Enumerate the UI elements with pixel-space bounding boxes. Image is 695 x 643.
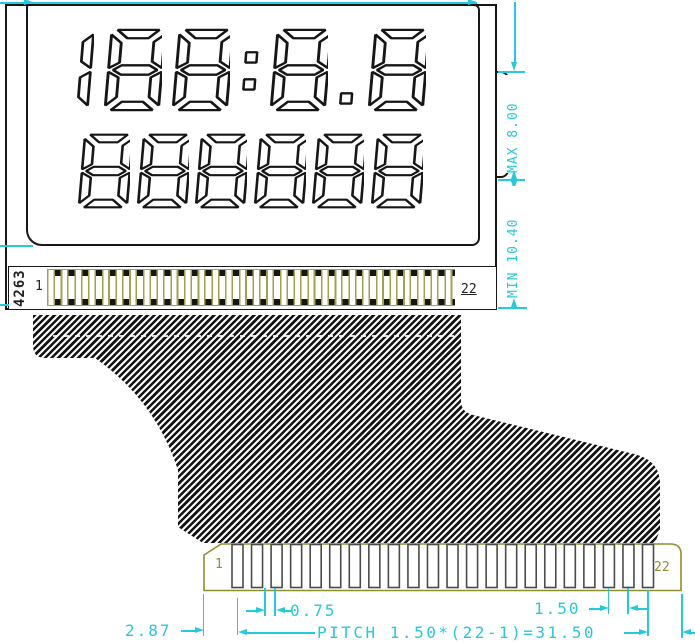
lcd-digit: [78, 133, 130, 209]
ext-pin21-center: [627, 588, 629, 614]
pitch-dim-tail-right: [638, 608, 648, 610]
min-dim-arrow-bottom: [511, 298, 517, 307]
connector-pin: [563, 543, 577, 589]
right-dim-leader: [514, 2, 516, 62]
top-connector-pin22-label: 22: [461, 282, 477, 297]
lcd-digit-row-top: [72, 28, 426, 112]
bottom-connector-outline: [203, 543, 682, 592]
pitch-total-line-right: [624, 632, 640, 634]
bottom-connector-pins: [231, 543, 655, 589]
max-dim-arrow-top: [511, 62, 517, 71]
right-edge-dim-arrow: [682, 629, 691, 635]
connector-pin: [485, 543, 498, 589]
connector-pin: [348, 543, 362, 589]
lcd-digit: [270, 28, 328, 112]
bottom-connector: [203, 543, 682, 592]
connector-pin: [602, 543, 616, 589]
pitch-dim-arrow-left: [599, 605, 609, 611]
offset-dim-tail-right: [284, 610, 291, 612]
pin-pitch-dim-label: 1.50: [534, 599, 581, 618]
connector-pin: [426, 543, 440, 589]
ext-connector-left-edge: [202, 594, 205, 636]
connector-pin: [250, 543, 264, 589]
lcd-decimal-point: [339, 92, 354, 105]
top-dimension-line: [0, 2, 477, 4]
connector-pin: [524, 543, 538, 589]
right-edge-dim-tail: [691, 632, 695, 634]
flex-cable-hatch: [33, 315, 661, 545]
connector-pin: [465, 543, 479, 589]
right-tick-connector-bottom: [498, 307, 527, 309]
top-connector-pin1-label: 1: [35, 279, 43, 294]
pin-field-bottom-caps: [47, 299, 455, 305]
ext-offset-a: [264, 588, 266, 616]
max-height-dim-label: MAX 8.00: [506, 75, 521, 173]
connector-pin: [622, 543, 635, 589]
connector-pin: [231, 543, 244, 589]
lcd-viewing-area: [26, 4, 480, 246]
flex-cable: [33, 315, 661, 545]
edge-offset-tail: [181, 630, 195, 632]
pitch-total-line-left: [245, 632, 315, 634]
part-number-label: 4263: [12, 269, 28, 307]
lcd-digit-row-bottom: [78, 133, 423, 209]
offset-dim-arrow-right: [275, 607, 285, 613]
offset-dim-tail-left: [246, 610, 257, 612]
left-ext-line-upper: [0, 245, 33, 247]
connector-pin: [387, 543, 401, 589]
max-dim-arrow-bottom: [511, 170, 517, 179]
bottom-connector-pin22-label: 22: [654, 560, 670, 575]
ext-pin20-center: [607, 588, 609, 614]
offset-dim-arrow-left: [256, 607, 265, 613]
connector-pin: [289, 543, 303, 589]
ext-offset-b: [274, 588, 276, 616]
connector-pin: [641, 543, 655, 589]
connector-pin: [309, 543, 322, 589]
lcd-digit: [104, 28, 162, 112]
top-connector: 4263 1 22: [8, 266, 497, 310]
right-tick-tab-bottom: [498, 179, 525, 181]
lcd-digit: [77, 33, 94, 107]
top-dim-arrow-right: [468, 0, 477, 5]
bottom-connector-pin1-label: 1: [215, 557, 223, 572]
connector-pin: [270, 543, 283, 589]
connector-pin: [504, 543, 518, 589]
connector-pin: [583, 543, 596, 589]
ext-pin1-center: [236, 598, 239, 635]
pin-offset-dim-label: 0.75: [290, 601, 337, 620]
lcd-digit: [370, 133, 423, 209]
lcd-digit: [253, 133, 306, 209]
edge-offset-dim-label: 2.87: [125, 621, 172, 640]
left-ext-line-lower: [0, 304, 9, 306]
connector-pin: [407, 543, 420, 589]
lcd-digit: [172, 28, 230, 112]
lcd-digit: [368, 28, 426, 112]
connector-pin: [368, 543, 381, 589]
lcd-digit: [312, 133, 364, 209]
pitch-dim-arrow-right: [629, 605, 638, 611]
pitch-total-arrow-right: [639, 629, 648, 635]
edge-offset-arrow: [194, 627, 204, 633]
min-height-dim-label: MIN 10.40: [506, 186, 521, 298]
connector-pin: [543, 543, 557, 589]
right-tick-tab-top: [498, 71, 525, 73]
pin-field-top-caps: [47, 269, 455, 276]
lcd-colon: [242, 51, 259, 91]
ext-connector-right-edge: [681, 594, 683, 638]
ext-pin22-center: [647, 590, 649, 636]
top-connector-pin-field: [47, 268, 455, 306]
pitch-dim-tail-left: [589, 608, 600, 610]
top-dim-arrow-left: [24, 0, 33, 5]
min-dim-arrow-top: [511, 181, 517, 190]
pitch-formula-dim-label: PITCH 1.50*(22-1)=31.50: [317, 623, 597, 642]
flex-hidden-edge-line: [53, 335, 457, 337]
connector-pin: [328, 543, 342, 589]
lcd-digit: [195, 133, 247, 209]
lcd-digit: [136, 133, 189, 209]
connector-pin: [446, 543, 459, 589]
pitch-total-arrow-left: [237, 629, 247, 635]
